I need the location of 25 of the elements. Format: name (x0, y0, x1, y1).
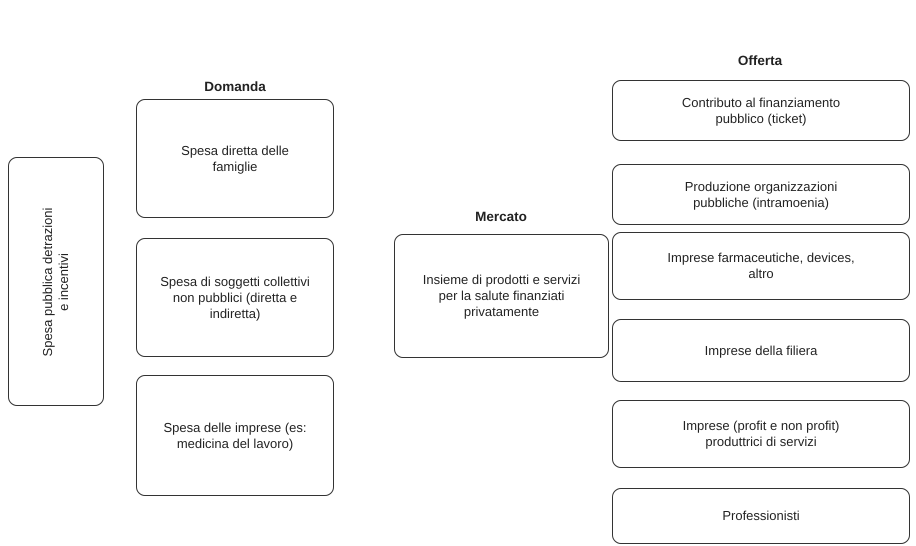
text-box (612, 80, 910, 141)
box-text: Spesa diretta delle famiglie (180, 142, 290, 174)
box-text: Produzione organizzazioni pubbliche (intramoenia) (684, 178, 838, 210)
column-heading: Domanda (204, 79, 266, 94)
box-text: Spesa pubblica detrazioni e incentivi (40, 206, 72, 356)
box-text: Imprese (profit e non profit) produttrici di servizi (682, 418, 840, 450)
text-box (8, 157, 104, 406)
text-box (612, 232, 910, 300)
box-text: Contributo al finanziamento pubblico (ticket) (680, 94, 842, 126)
text-box (136, 375, 334, 496)
text-box (612, 488, 910, 544)
text-box (136, 238, 334, 357)
column-heading: Mercato (475, 209, 527, 224)
box-text: Imprese della filiera (704, 342, 818, 358)
box-text: Imprese farmaceutiche, devices, altro (666, 250, 856, 282)
box-text: Insieme di prodotti e servizi per la salute finanziati privatamente (422, 272, 582, 320)
text-box (136, 99, 334, 218)
text-box (612, 164, 910, 225)
text-box (394, 234, 609, 358)
text-box (612, 319, 910, 382)
box-text: Spesa di soggetti collettivi non pubblici (diretta e indiretta) (159, 274, 311, 322)
text-box (612, 400, 910, 468)
box-text: Professionisti (721, 508, 801, 524)
box-text: Spesa delle imprese (es: medicina del lavoro) (162, 420, 308, 452)
column-heading: Offerta (738, 53, 782, 68)
